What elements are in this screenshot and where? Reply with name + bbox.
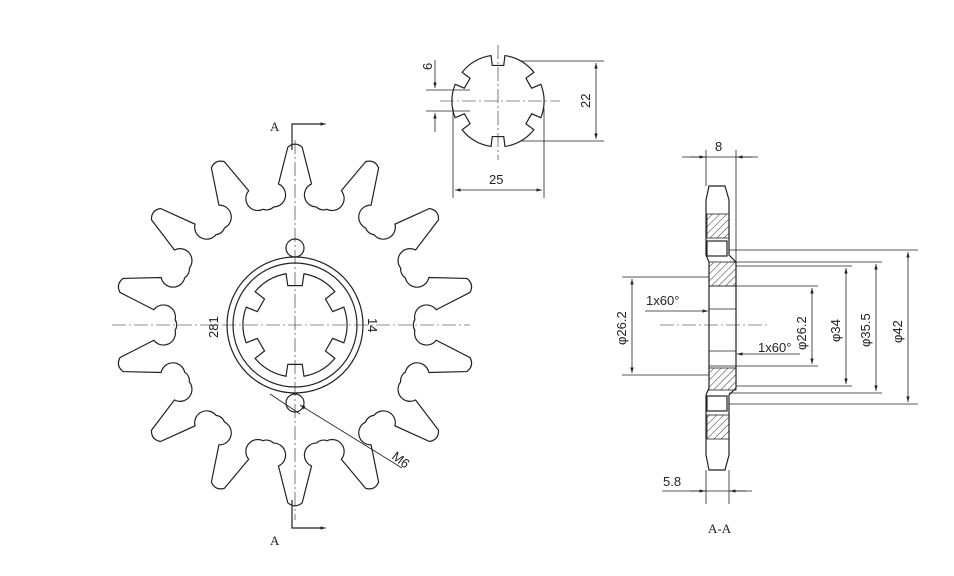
m6-leader (269, 393, 301, 415)
section-marker-bottom (291, 500, 322, 529)
spline-detail-outline (451, 54, 545, 148)
hatch-hub-bottom (708, 367, 737, 391)
spline-bore (242, 273, 348, 377)
bolt-hole-bottom (285, 393, 305, 413)
spline-height-label: 22 (578, 94, 593, 108)
thread-label: M6 (389, 448, 412, 471)
bolt-hole-top (285, 238, 305, 258)
section-bolt-hole-bottom (706, 395, 728, 412)
bore-diameter-label: φ26.2 (794, 316, 809, 350)
hatch-tooth-bottom (706, 414, 730, 440)
offset-label: 5.8 (663, 474, 681, 489)
hatch-hub-top (708, 261, 737, 287)
hatch-tooth-top (706, 213, 730, 239)
section-marker-top (291, 123, 322, 150)
hub-diameter-label: φ34 (828, 319, 843, 342)
spline-key-label: 6 (420, 63, 435, 70)
teeth-count-label: 14 (365, 318, 380, 332)
front-view: A A 14 281 M6 (112, 119, 473, 548)
section-view-label: A-A (708, 521, 732, 536)
sprocket-outline (117, 143, 473, 507)
hub-circle-inner (232, 262, 358, 388)
section-bolt-hole-top (706, 240, 728, 257)
pitch-label: 281 (206, 316, 221, 338)
section-width-label: 8 (715, 139, 722, 154)
m6-leader-long (299, 404, 403, 469)
chamfer-right-label: 1x60° (758, 340, 791, 355)
section-view: 8 5.8 φ26.2 1x60° 1x60° φ26.2 φ34 φ35.5 (614, 139, 918, 536)
outer-diameter-label: φ42 (890, 320, 905, 343)
mid-diameter-label: φ35.5 (858, 313, 873, 347)
section-mark-top: A (270, 119, 280, 134)
left-diameter-label: φ26.2 (614, 311, 629, 345)
chamfer-left-label: 1x60° (646, 293, 679, 308)
section-mark-bottom: A (270, 533, 280, 548)
spline-view: 25 22 6 (420, 45, 604, 198)
spline-width-label: 25 (489, 172, 503, 187)
